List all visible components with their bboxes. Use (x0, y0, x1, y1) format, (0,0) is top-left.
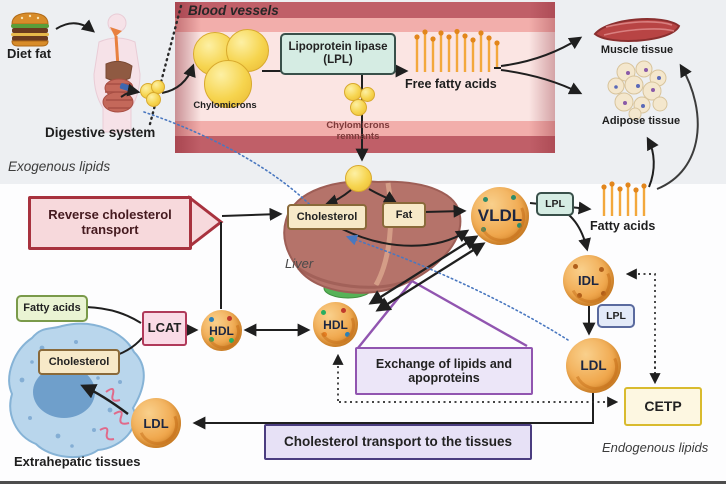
free-fatty-acids-label: Free fatty acids (405, 77, 497, 91)
line-fattyacids-to-lcat (85, 306, 142, 324)
arrow-remnant-to-cholesterol (324, 189, 352, 207)
exchange-callout-lines (357, 279, 528, 349)
arrow-blob-to-chylomicrons (161, 63, 196, 94)
fatty-acids-right-label: Fatty acids (590, 219, 656, 233)
exchange-double-arrow-2 (375, 242, 486, 312)
chylomicron-remnants-label: Chylomicrons remnants (326, 120, 390, 142)
dotted-ldl-to-liver (345, 234, 569, 341)
exchange-double-arrow-1 (368, 235, 479, 305)
exchange-of-lipids-callout: Exchange of lipids and apoproteins (355, 347, 533, 395)
digestive-system-label: Digestive system (45, 125, 156, 140)
muscle-tissue-label: Muscle tissue (600, 44, 674, 56)
arrow-fattyacids-to-muscle (656, 63, 699, 190)
fatty-acids-cell-box: Fatty acids (16, 295, 88, 322)
cholesterol-liver-box: Cholesterol (287, 204, 367, 230)
lpl-vldl-box: LPL (536, 192, 574, 216)
cetp-box: CETP (624, 387, 702, 426)
adipose-tissue-label: Adipose tissue (601, 115, 681, 127)
arrow-remnant-to-fat (368, 188, 398, 204)
free-fatty-acids-icon (414, 28, 500, 72)
line-cholesterol-to-lcat (116, 337, 143, 356)
exogenous-lipids-label: Exogenous lipids (8, 159, 111, 174)
liver-label: Liver (285, 256, 314, 271)
cholesterol-cell-box: Cholesterol (38, 349, 120, 375)
lcat-box: LCAT (142, 311, 187, 346)
arrow-liver-to-vldl (423, 204, 467, 218)
blood-vessels-label: Blood vessels (188, 3, 279, 18)
chylomicron-sphere (204, 60, 252, 108)
endogenous-lipids-label: Endogenous lipids (602, 440, 709, 455)
fat-box: Fat (382, 202, 426, 228)
burger-icon (11, 12, 49, 47)
arrow-ldl-to-tissues (192, 389, 594, 430)
chylomicron-blob (146, 92, 161, 107)
arrow-fattyacids-to-adipose (646, 136, 659, 188)
arrow-dietfat-to-person (55, 19, 96, 33)
reverse-transport-callout-triangle (188, 194, 224, 250)
lipoprotein-lipase-box: Lipoprotein lipase (LPL) (280, 33, 396, 75)
arrow-ffa-to-adipose (500, 69, 583, 95)
arrow-cholesterol-to-vldl (341, 228, 470, 247)
ldl-cell-sphere: LDL (131, 398, 181, 448)
arrow-ldl-into-cell (80, 384, 129, 415)
fatty-acids-right-icon (601, 181, 647, 216)
hdl-left-sphere: HDL (201, 310, 242, 351)
arrow-callout-to-cholesterol (221, 207, 283, 221)
idl-sphere: IDL (563, 255, 614, 306)
muscle-tissue-icon (593, 18, 681, 42)
cholesterol-transport-callout: Cholesterol transport to the tissues (264, 424, 532, 460)
reverse-cholesterol-transport-callout: Reverse cholesterol transport (28, 196, 192, 250)
chylomicron-remnant-sphere (350, 99, 367, 116)
dotted-digestive-to-liver (143, 111, 331, 228)
diet-fat-label: Diet fat (7, 46, 52, 61)
lpl-idl-box: LPL (597, 304, 635, 328)
hdl-center-sphere: HDL (313, 302, 358, 347)
dotted-cetp-to-idl (625, 268, 656, 380)
chylomicrons-label: Chylomicrons (193, 100, 257, 111)
digestive-system-icon (93, 13, 141, 133)
chylomicron-remnant-sphere (360, 87, 375, 102)
dotted-digestive-to-vessel (148, 4, 183, 126)
adipose-tissue-icon (607, 60, 668, 120)
arrow-ffa-to-muscle (500, 36, 583, 67)
vldl-sphere: VLDL (471, 187, 529, 245)
ldl-sphere: LDL (566, 338, 621, 393)
extrahepatic-tissues-label: Extrahepatic tissues (14, 454, 141, 469)
arrow-digestive-to-blob (120, 83, 141, 98)
remnant-on-liver-sphere (345, 165, 372, 192)
